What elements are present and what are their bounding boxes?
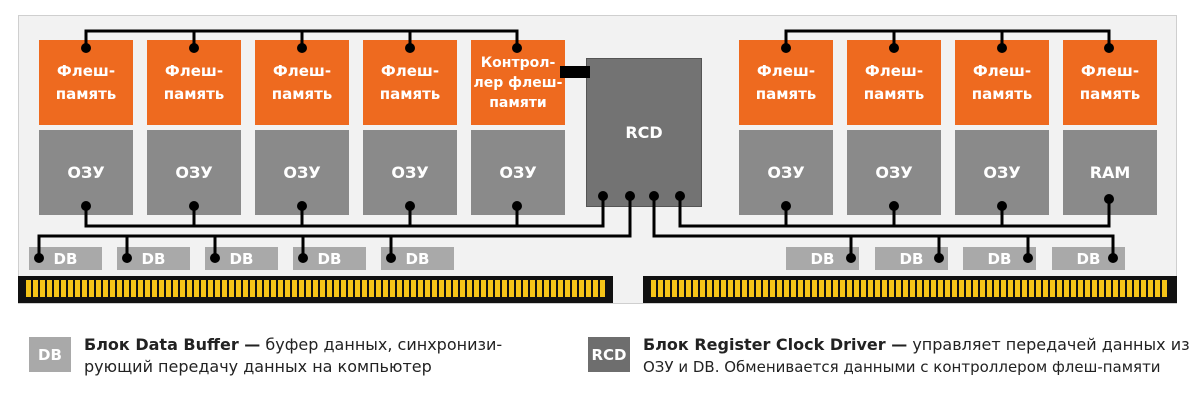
- rcd-chip: RCD: [586, 58, 702, 207]
- legend-rcd-desc-2: ОЗУ и DB. Обменивается данными с контрол…: [643, 358, 1161, 376]
- edge-connector-left: [18, 276, 613, 303]
- ram-chip-7: ОЗУ: [847, 130, 941, 215]
- legend-rcd-title: Блок Register Clock Driver —: [643, 335, 908, 354]
- edge-connector-right: [643, 276, 1177, 303]
- legend-db-text: Блок Data Buffer — буфер данных, синхрон…: [84, 334, 554, 378]
- flash-memory-chip-6: Флеш- память: [847, 40, 941, 125]
- data-buffer-6: DB: [786, 247, 859, 270]
- legend-rcd-desc-1: управляет передачей данных из: [907, 335, 1190, 354]
- legend-db-desc-1: буфер данных, синхронизи-: [260, 335, 503, 354]
- data-buffer-2: DB: [117, 247, 190, 270]
- legend-db-badge: DB: [29, 337, 71, 372]
- data-buffer-3: DB: [205, 247, 278, 270]
- ram-chip-5: ОЗУ: [471, 130, 565, 215]
- data-buffer-5: DB: [381, 247, 454, 270]
- data-buffer-8: DB: [963, 247, 1036, 270]
- legend-rcd-text: Блок Register Clock Driver — управляет п…: [643, 334, 1193, 378]
- data-buffer-1: DB: [29, 247, 102, 270]
- flash-memory-chip-8: Флеш- память: [1063, 40, 1157, 125]
- ram-chip-6: ОЗУ: [739, 130, 833, 215]
- data-buffer-9: DB: [1052, 247, 1125, 270]
- ram-chip-3: ОЗУ: [255, 130, 349, 215]
- data-buffer-4: DB: [293, 247, 366, 270]
- flash-memory-chip-4: Флеш- память: [363, 40, 457, 125]
- flash-memory-chip-5: Флеш- память: [739, 40, 833, 125]
- ram-chip-1: ОЗУ: [39, 130, 133, 215]
- flash-memory-chip-3: Флеш- память: [255, 40, 349, 125]
- flash-memory-chip-7: Флеш- память: [955, 40, 1049, 125]
- flash-memory-chip-2: Флеш- память: [147, 40, 241, 125]
- ram-chip-4: ОЗУ: [363, 130, 457, 215]
- legend-db-title: Блок Data Buffer —: [84, 335, 261, 354]
- legend-rcd-badge: RCD: [588, 337, 630, 372]
- legend-db-desc-2: рующий передачу данных на компьютер: [84, 357, 432, 376]
- ram-chip-2: ОЗУ: [147, 130, 241, 215]
- flash-memory-chip-1: Флеш- память: [39, 40, 133, 125]
- ram-chip-8: ОЗУ: [955, 130, 1049, 215]
- flash-memory-controller: Контрол- лер флеш- памяти: [471, 40, 565, 125]
- data-buffer-7: DB: [875, 247, 948, 270]
- ram-chip-9: RAM: [1063, 130, 1157, 215]
